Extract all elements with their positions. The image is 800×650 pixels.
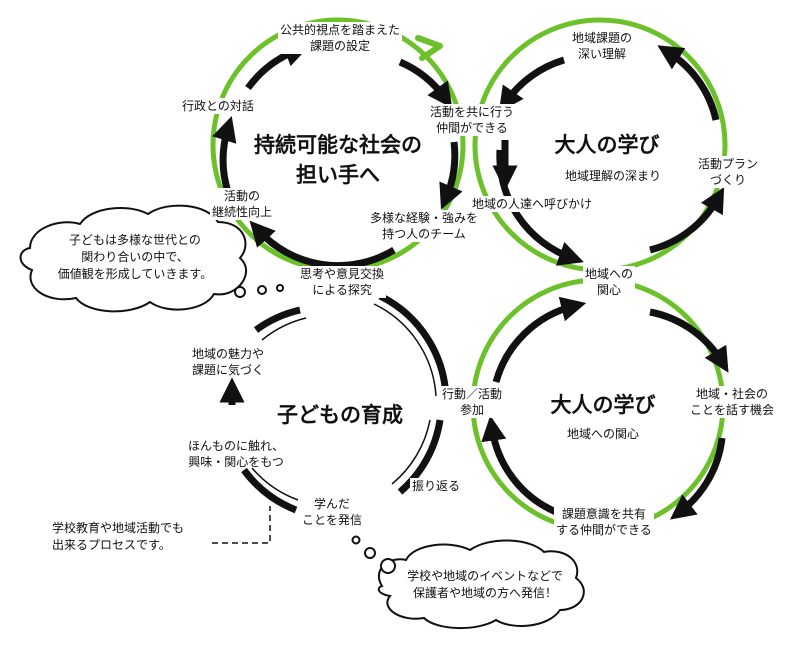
node-notice-charm: 地域の魅力や 課題に気づく xyxy=(192,347,265,377)
circle-bottom-right-title: 大人の学び xyxy=(550,393,656,417)
node-diverse-team: 多様な経験・強みを 持つ人のチーム xyxy=(368,210,481,242)
node-reflect: 振り返る xyxy=(410,478,463,494)
circle-top-right-arrows xyxy=(492,45,725,266)
thought-bubble-top-text: 子どもは多様な世代との 関わり合いの中で、 価値観を形成していきます。 xyxy=(57,233,213,281)
node-activity-continuity: 活動の 継続性向上 xyxy=(210,188,275,220)
thought-bubble-bottom-text: 学校や地域のイベントなどで 保護者や地域の方へ発信！ xyxy=(407,569,563,600)
node-share-learning: 学んだ ことを発信 xyxy=(300,496,365,528)
circle-top-left-title: 持続可能な社会の 担い手へ xyxy=(254,133,422,187)
node-inquiry-exchange: 思考や意見交換 による探究 xyxy=(298,266,387,298)
node-public-perspective: 公共的視点を踏まえた 課題の設定 xyxy=(278,22,403,54)
side-note: 学校教育や地域活動でも 出来るプロセスです。 xyxy=(52,521,185,552)
node-call-residents: 地域の人達へ呼びかけ xyxy=(470,196,595,212)
circle-top-right-title: 大人の学び xyxy=(554,133,660,157)
node-action-participation: 行動／活動 参加 xyxy=(440,386,505,418)
thought-bubble-top xyxy=(19,204,284,313)
node-shared-awareness: 課題意識を共有 する仲間ができる xyxy=(554,506,654,538)
thought-bubble-bottom xyxy=(351,535,585,630)
node-government-dialogue: 行政との対話 xyxy=(180,98,256,114)
circle-bottom-right-arrows xyxy=(481,296,729,520)
node-real-experience: ほんものに触れ、 興味・関心をもつ xyxy=(188,439,285,469)
circle-top-right-subtitle: 地域理解の深まり xyxy=(564,169,661,183)
node-deep-understanding: 地域課題の 深い理解 xyxy=(570,30,635,62)
circle-bottom-left-inner-lines xyxy=(251,303,437,501)
node-activity-plan: 活動プラン づくり xyxy=(696,156,761,188)
circle-bottom-left-title: 子どもの育成 xyxy=(277,403,403,427)
node-talk-opportunity: 地域・社会の ことを話す機会 xyxy=(688,386,777,418)
circle-bottom-right-subtitle: 地域への関心 xyxy=(566,427,639,441)
node-regional-interest: 地域への 関心 xyxy=(583,266,636,298)
circle-bottom-left-arrows xyxy=(219,292,450,514)
side-note-connector xyxy=(212,506,271,544)
node-activity-partners: 活動を共に行う 仲間ができる xyxy=(428,104,517,136)
